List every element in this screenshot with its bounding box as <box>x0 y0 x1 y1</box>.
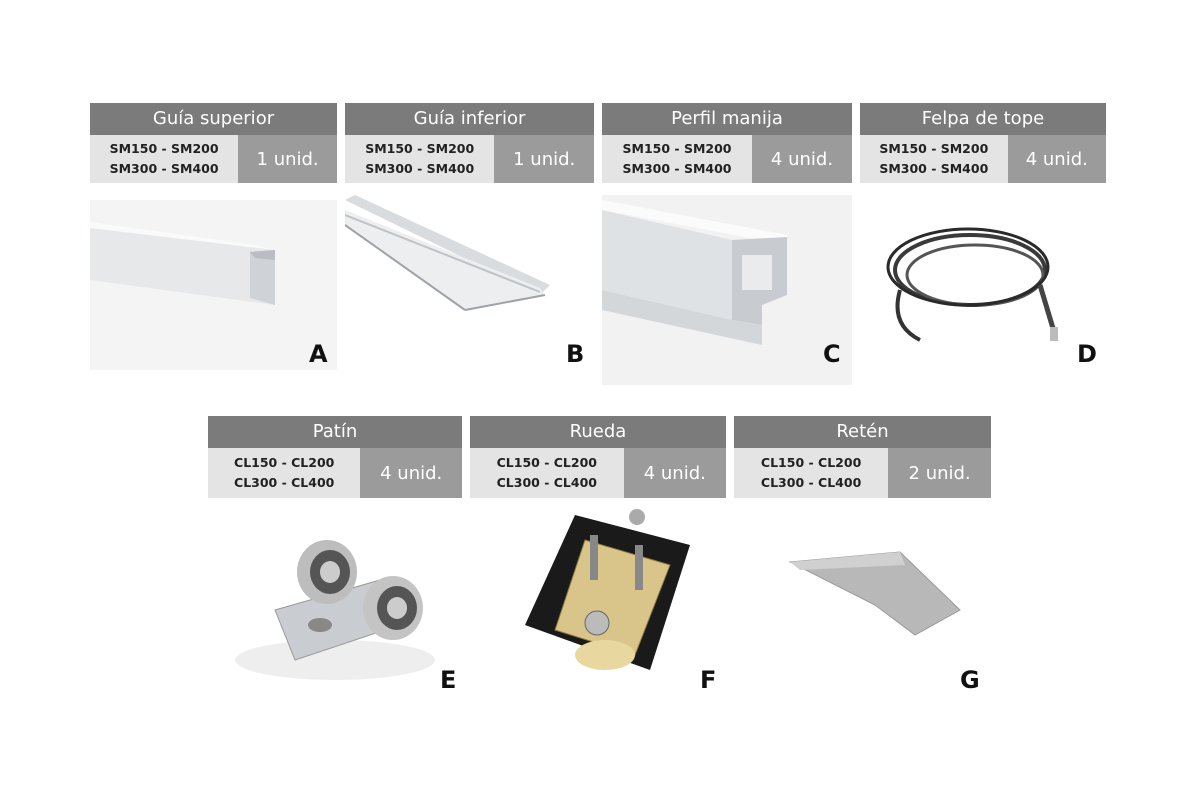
wheel-image <box>525 509 690 670</box>
model-line: SM300 - SM400 <box>622 161 732 176</box>
handle-profile-image <box>602 195 852 385</box>
model-line: CL300 - CL400 <box>496 475 597 490</box>
part-letter: E <box>440 666 457 694</box>
part-title: Felpa de tope <box>860 103 1106 135</box>
part-title: Perfil manija <box>602 103 852 135</box>
model-line: SM150 - SM200 <box>879 141 989 156</box>
part-title: Retén <box>734 416 991 448</box>
model-line: SM300 - SM400 <box>109 161 219 176</box>
part-quantity: 1 unid. <box>238 135 337 183</box>
part-quantity: 2 unid. <box>888 448 991 498</box>
model-line: CL300 - CL400 <box>760 475 862 490</box>
model-line: CL150 - CL200 <box>496 455 597 470</box>
model-line: CL150 - CL200 <box>760 455 862 470</box>
upper-rail-image <box>90 200 337 370</box>
model-line: SM300 - SM400 <box>365 161 475 176</box>
part-quantity: 4 unid. <box>1007 135 1106 183</box>
part-title: Guía superior <box>90 103 337 135</box>
model-line: SM150 - SM200 <box>622 141 732 156</box>
part-title: Rueda <box>470 416 726 448</box>
part-quantity: 4 unid. <box>360 448 462 498</box>
model-line: SM150 - SM200 <box>365 141 475 156</box>
lower-rail-image <box>345 190 594 370</box>
part-quantity: 4 unid. <box>752 135 852 183</box>
part-letter: B <box>566 340 585 368</box>
retainer-image <box>788 551 961 636</box>
model-line: CL300 - CL400 <box>234 475 335 490</box>
part-quantity: 4 unid. <box>623 448 726 498</box>
part-letter: C <box>823 340 841 368</box>
part-letter: D <box>1077 340 1097 368</box>
model-line: SM300 - SM400 <box>879 161 989 176</box>
part-title: Guía inferior <box>345 103 594 135</box>
part-title: Patín <box>208 416 462 448</box>
model-line: SM150 - SM200 <box>109 141 219 156</box>
model-line: CL150 - CL200 <box>234 455 335 470</box>
part-quantity: 1 unid. <box>494 135 594 183</box>
part-letter: G <box>960 666 980 694</box>
part-letter: A <box>309 340 328 368</box>
brush-seal-image <box>886 227 1058 342</box>
guide-shoe-image <box>235 540 435 680</box>
part-letter: F <box>700 666 717 694</box>
